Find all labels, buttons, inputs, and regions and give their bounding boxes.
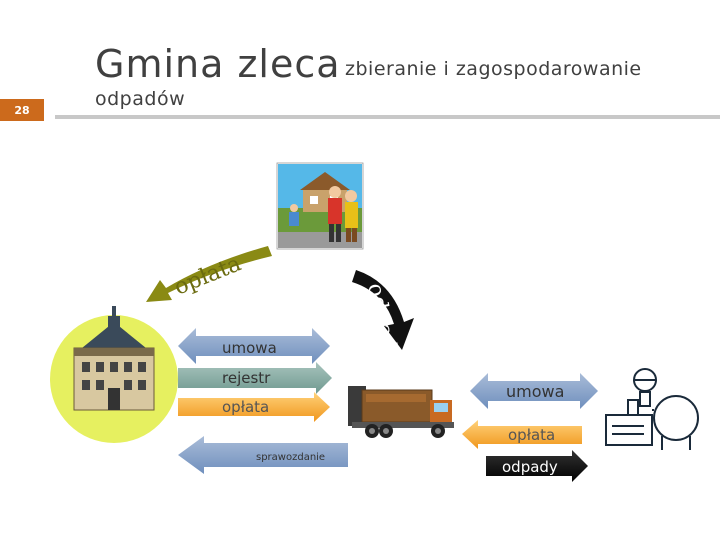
oplata-right-label: opłata xyxy=(508,426,555,444)
garbage-truck-picture xyxy=(348,386,454,438)
slide-number-badge: 28 xyxy=(0,99,44,121)
umowa-right-label: umowa xyxy=(506,382,564,401)
oplata-left-arrow xyxy=(178,392,330,422)
oplata-right-arrow xyxy=(462,420,582,449)
title-rule xyxy=(0,115,720,121)
residents-picture xyxy=(276,162,364,250)
slide-title: Gmina zleca xyxy=(95,42,341,86)
town-hall-picture xyxy=(50,306,178,443)
umowa-left-arrow xyxy=(178,328,330,364)
rejestr-arrow xyxy=(178,362,332,394)
sprawozdanie-arrow xyxy=(178,436,348,474)
odpady-right-label: odpady xyxy=(502,458,558,476)
slide-subtitle-continued: odpadów xyxy=(95,88,186,110)
sprawozdanie-label: sprawozdanie xyxy=(256,452,325,463)
oplata-left-label: opłata xyxy=(222,398,269,416)
rejestr-label: rejestr xyxy=(222,369,271,387)
odpady-right-arrow xyxy=(486,450,588,482)
slide-subtitle: zbieranie i zagospodarowanie xyxy=(345,58,642,80)
oplata-curved-label: opłata xyxy=(171,251,245,300)
processing-plant-picture xyxy=(605,368,699,450)
umowa-left-label: umowa xyxy=(222,339,277,357)
oplata-curved-arrow xyxy=(146,246,272,302)
odpady-curved-arrow xyxy=(352,270,414,350)
umowa-right-arrow xyxy=(470,373,598,409)
